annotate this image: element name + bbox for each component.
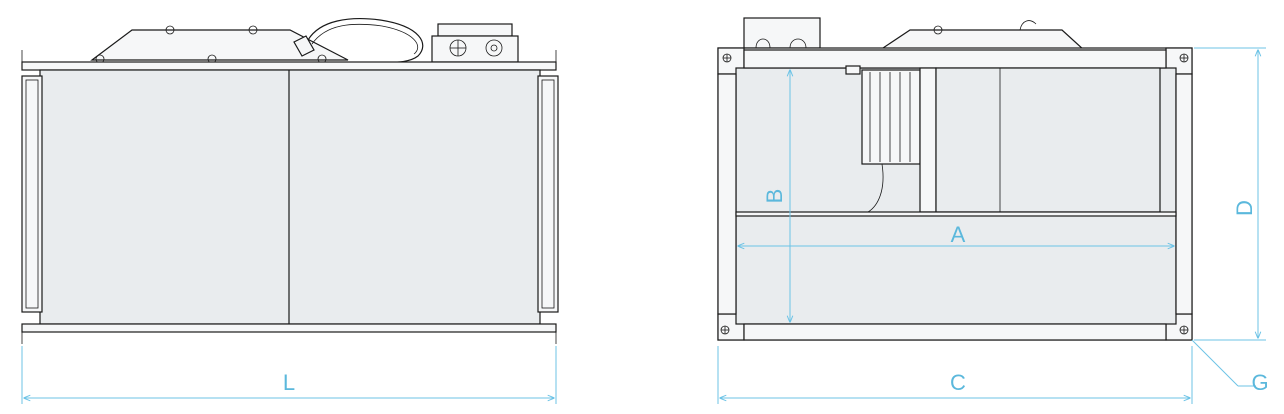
label-G: G xyxy=(1251,370,1268,395)
motor-housing xyxy=(919,67,937,213)
cable-gland xyxy=(293,35,315,57)
label-D: D xyxy=(1232,200,1257,216)
dimension-D: D xyxy=(1194,47,1266,341)
top-flange xyxy=(21,61,557,71)
front-view: A B D C G xyxy=(717,17,1269,404)
bottom-flange xyxy=(21,323,557,333)
dimension-C: C xyxy=(717,346,1193,404)
label-L: L xyxy=(283,370,295,395)
dimension-L: L xyxy=(21,346,557,404)
right-end-frame xyxy=(537,75,559,313)
impeller xyxy=(845,65,921,213)
dimension-B: B xyxy=(762,70,790,322)
dimension-A: A xyxy=(738,222,1174,247)
leader-G: G xyxy=(1191,339,1269,395)
label-B: B xyxy=(762,189,787,204)
junction-box-side xyxy=(431,23,519,63)
label-A: A xyxy=(951,222,966,247)
side-body xyxy=(39,69,541,325)
side-view: L xyxy=(21,18,559,404)
inner-panel xyxy=(935,67,1161,213)
left-end-frame xyxy=(21,75,43,313)
label-C: C xyxy=(950,370,966,395)
junction-box-front xyxy=(743,17,821,49)
motor-dome xyxy=(878,29,1086,51)
